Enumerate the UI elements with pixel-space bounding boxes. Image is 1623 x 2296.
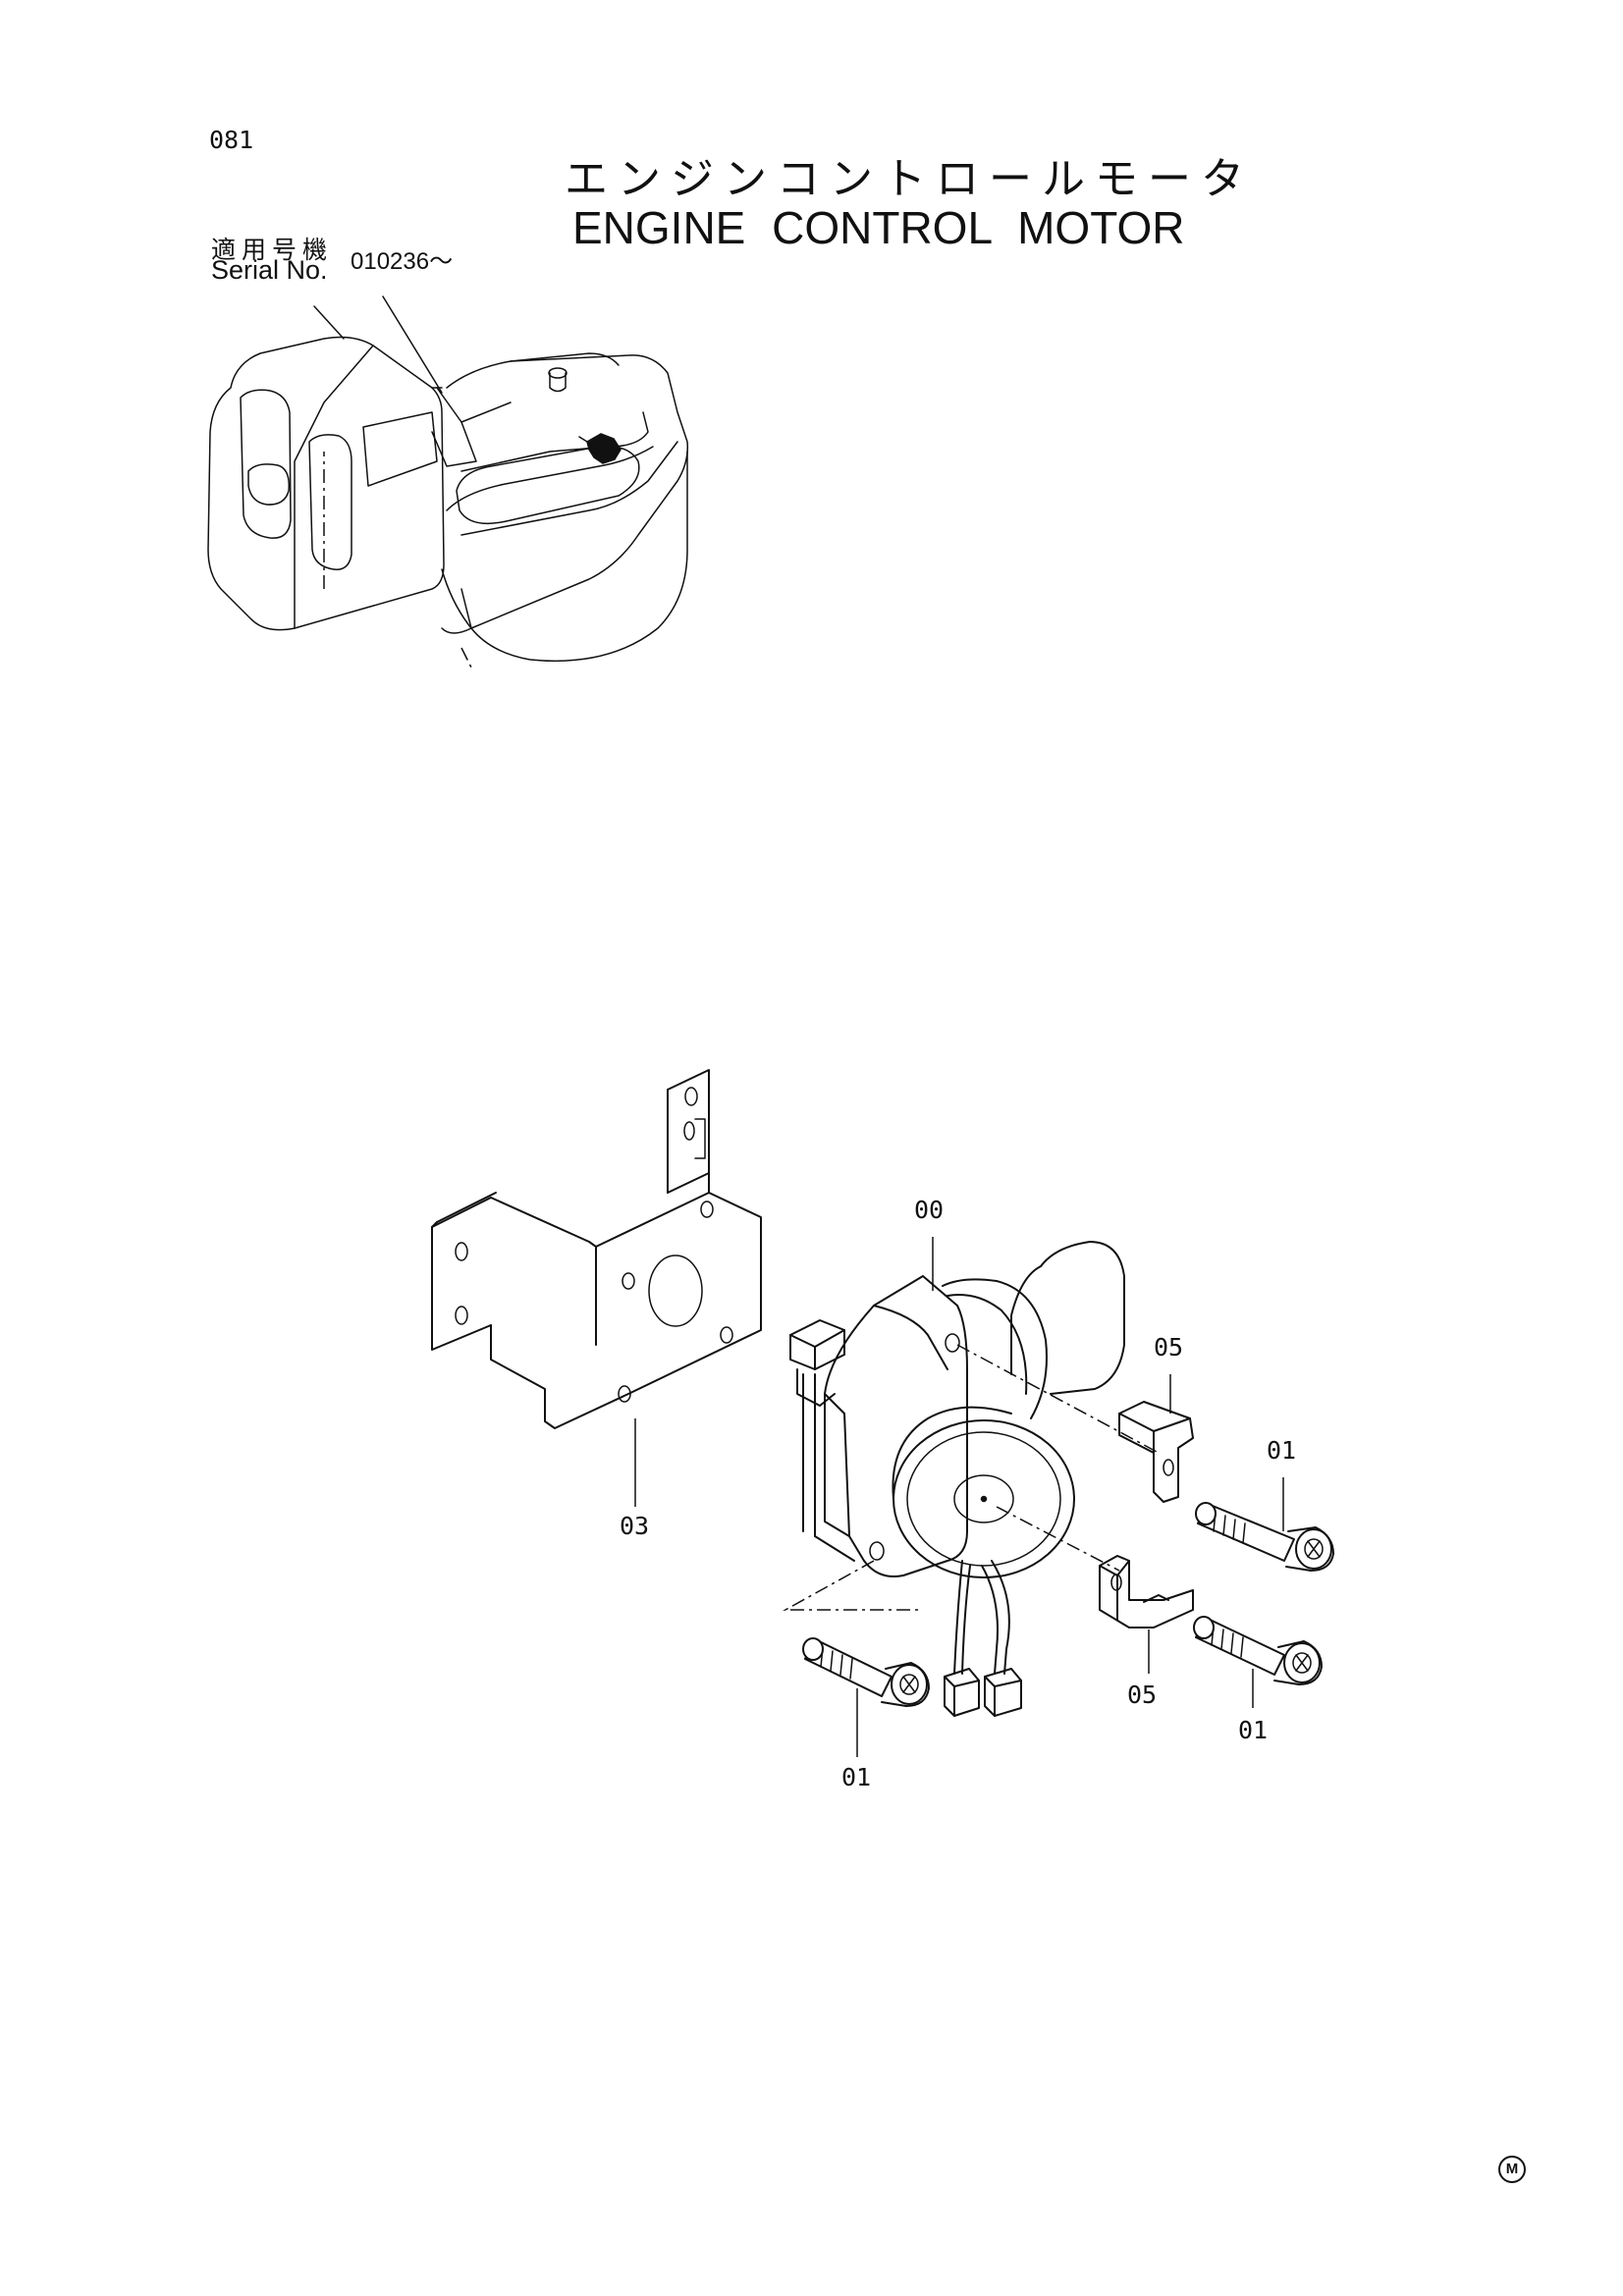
serial-number-range: 010236～ xyxy=(351,248,454,275)
plate-upper xyxy=(1118,1374,1194,1503)
engine-control-motor xyxy=(783,1237,1160,1717)
bolt-lower-left xyxy=(802,1637,930,1757)
callout-plate-upper: 05 xyxy=(1154,1333,1184,1362)
callout-plate-lower: 05 xyxy=(1127,1681,1158,1709)
callout-bracket: 03 xyxy=(620,1512,650,1540)
callout-bolt-lower-right: 01 xyxy=(1238,1716,1269,1744)
callout-bolt-lower-left: 01 xyxy=(841,1763,872,1791)
mounting-bracket xyxy=(431,1069,762,1507)
manufacturer-mark: M xyxy=(1498,2156,1526,2183)
bolt-lower-right xyxy=(1193,1616,1323,1708)
bolt-upper-right xyxy=(1195,1477,1334,1572)
page-number: 081 xyxy=(209,126,254,154)
serial-label: Serial No. xyxy=(211,255,328,285)
plate-lower xyxy=(1099,1555,1194,1674)
serial-label-japanese: 適用号機 xyxy=(211,236,334,264)
page-title: ENGINE CONTROL MOTOR xyxy=(572,202,1185,253)
page-title-japanese: エンジンコントロールモータ xyxy=(565,154,1254,204)
excavator-location-sketch xyxy=(207,295,689,668)
callout-motor: 00 xyxy=(914,1196,945,1224)
callout-bolt-upper-right: 01 xyxy=(1267,1436,1297,1465)
